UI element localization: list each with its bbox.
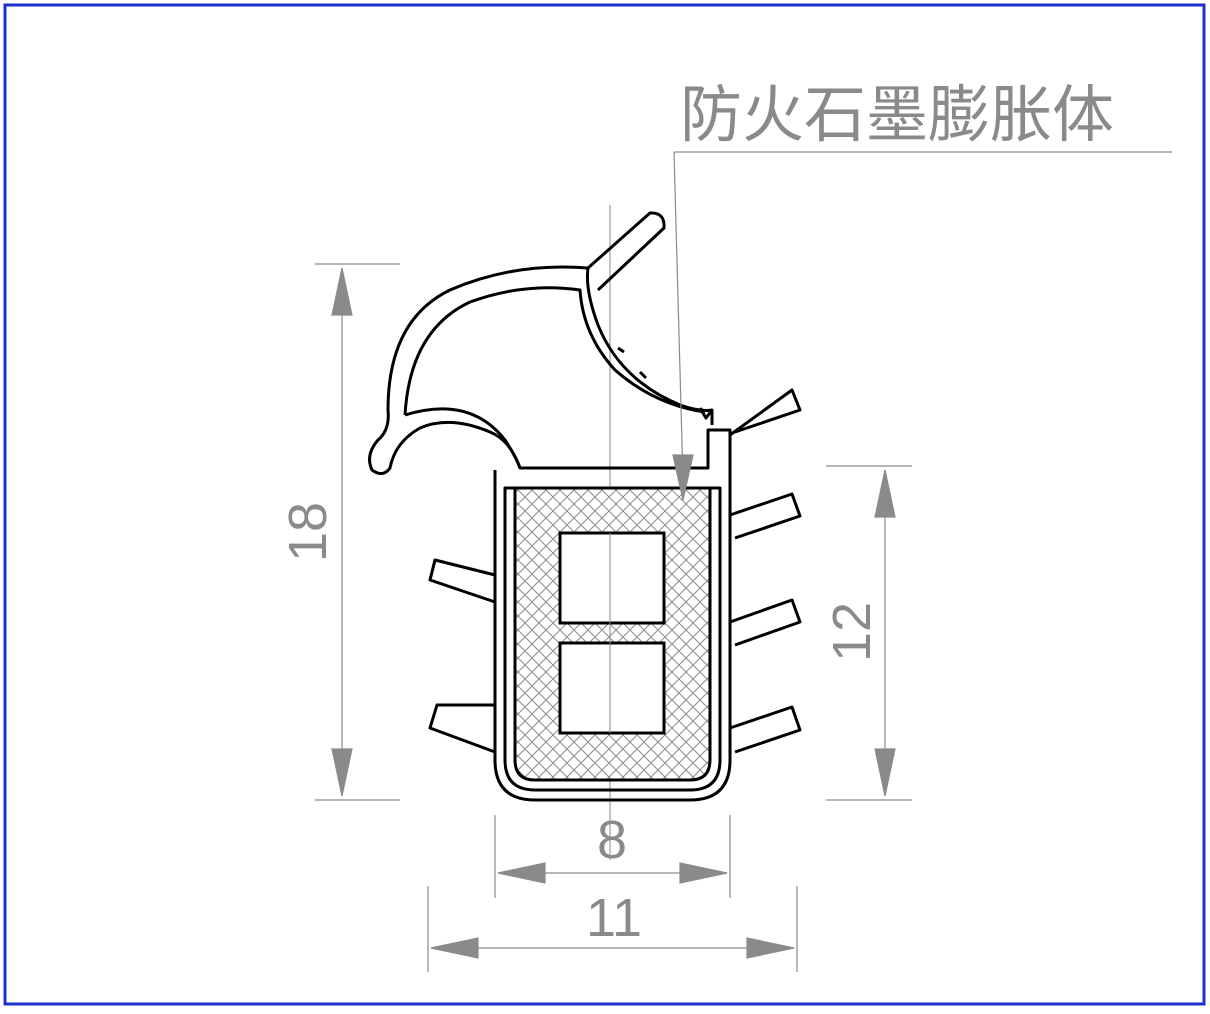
bulb-inner-outline (403, 286, 706, 416)
bulb-notches (617, 346, 714, 420)
inner-cavity-outline (503, 486, 722, 792)
border-frame (3, 3, 1206, 1006)
dim-width-inner (494, 815, 731, 898)
dim-height-body-label: 12 (822, 602, 882, 662)
left-fin-1 (428, 558, 496, 604)
insert-hole-lower (558, 641, 666, 735)
profile-lip (587, 211, 666, 292)
profile-outer-outline (368, 265, 732, 802)
dim-width-total (427, 886, 798, 972)
dim-height-total-label: 18 (278, 502, 338, 562)
bulb-inner-base (404, 407, 522, 469)
dim-height-body (826, 465, 912, 801)
insert-hole-upper (558, 531, 666, 625)
dim-height-total (315, 263, 400, 801)
callout-arrowhead (672, 454, 694, 501)
callout-leader (672, 151, 1172, 501)
dim-width-total-label: 11 (586, 888, 642, 948)
right-fin-2 (729, 492, 802, 540)
right-fin-1 (729, 388, 802, 437)
right-fin-4 (729, 705, 802, 754)
left-fin-2 (428, 703, 496, 754)
callout-label: 防火石墨膨胀体 (680, 78, 1114, 151)
dim-width-inner-label: 8 (597, 810, 627, 870)
right-fin-3 (729, 598, 802, 647)
seal-profile (368, 211, 802, 802)
